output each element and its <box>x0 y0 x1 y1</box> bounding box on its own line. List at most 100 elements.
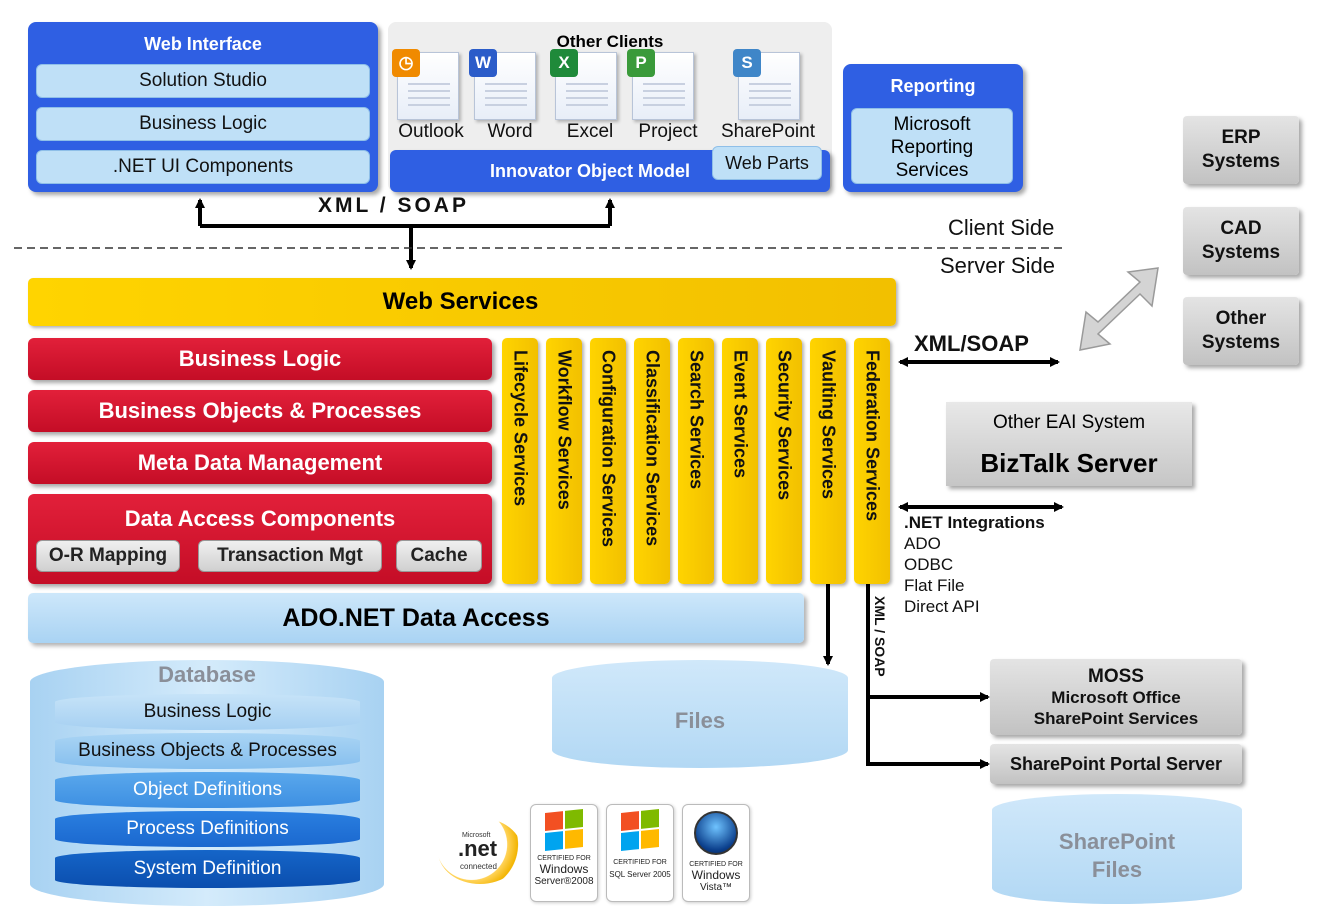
xml-soap-vertical-label: XML / SOAP <box>872 596 888 677</box>
outlook-icon: ◷ <box>392 49 459 120</box>
other-systems-line-2: Systems <box>1201 332 1281 353</box>
external-systems-arrow <box>1079 267 1159 351</box>
client-label-sharepoint: SharePoint <box>720 121 815 142</box>
service-federation: Federation Services <box>854 338 890 584</box>
other-systems-line-1: Other <box>1215 308 1267 329</box>
reporting-line-1: Microsoft <box>893 114 971 135</box>
excel-icon: X <box>550 49 617 120</box>
db-object-definitions: Object Definitions <box>55 772 360 808</box>
data-access-components: Data Access Components O-R Mapping Trans… <box>28 494 492 584</box>
biztalk-server: BizTalk Server <box>980 448 1158 478</box>
sharepoint-badge-icon: S <box>733 49 761 77</box>
service-event: Event Services <box>722 338 758 584</box>
integration-flat-file: Flat File <box>904 576 965 595</box>
or-mapping: O-R Mapping <box>36 540 180 572</box>
moss-box: MOSS Microsoft Office SharePoint Service… <box>990 659 1242 735</box>
net-logo-main: .net <box>458 836 498 861</box>
reporting-line-2: Reporting <box>890 137 974 158</box>
erp-line-2: Systems <box>1201 151 1281 172</box>
service-classification-label: Classification Services <box>642 350 663 547</box>
moss-line-1: MOSS <box>1088 665 1144 687</box>
service-workflow: Workflow Services <box>546 338 582 584</box>
erp-line-1: ERP <box>1221 127 1261 148</box>
net-logo-top: Microsoft <box>462 832 491 839</box>
project-badge-icon: P <box>627 49 655 77</box>
web-services-label: Web Services <box>382 288 539 315</box>
service-vaulting: Vaulting Services <box>810 338 846 584</box>
project-icon: P <box>627 49 694 120</box>
object-model-label: Innovator Object Model <box>489 161 690 181</box>
sharepoint-icon: S <box>733 49 800 120</box>
xml-soap-top-label: XML / SOAP <box>318 194 469 217</box>
windows-vista-logo: CERTIFIED FOR Windows Vista™ <box>682 804 750 902</box>
service-search: Search Services <box>678 338 714 584</box>
cert-3-label: CERTIFIED FOR <box>689 861 743 868</box>
db-system-definition: System Definition <box>55 850 360 888</box>
red-meta-data: Meta Data Management <box>28 442 492 484</box>
client-label-outlook: Outlook <box>398 121 464 142</box>
web-interface-title: Web Interface <box>144 34 262 54</box>
client-label-word: Word <box>487 121 533 142</box>
client-side-label: Client Side <box>948 215 1055 240</box>
other-clients-title: Other Clients <box>556 32 664 51</box>
service-federation-label: Federation Services <box>862 350 883 522</box>
web-parts: Web Parts <box>712 146 822 180</box>
web-interface-panel: Web Interface Solution Studio Business L… <box>28 22 378 192</box>
reporting-title: Reporting <box>890 76 976 96</box>
sql-server-2005-logo: CERTIFIED FOR SQL Server 2005 <box>606 804 674 902</box>
db-business-logic: Business Logic <box>55 694 360 730</box>
reporting-line-3: Services <box>895 160 969 181</box>
service-lifecycle: Lifecycle Services <box>502 338 538 584</box>
solution-studio: Solution Studio <box>36 64 370 98</box>
red-business-objects: Business Objects & Processes <box>28 390 492 432</box>
net-integrations-title: .NET Integrations <box>904 513 1045 532</box>
moss-line-3: SharePoint Services <box>1033 708 1199 728</box>
integration-direct-api: Direct API <box>904 597 980 616</box>
ado-net-bar: ADO.NET Data Access <box>28 593 804 643</box>
service-classification: Classification Services <box>634 338 670 584</box>
ado-net-label: ADO.NET Data Access <box>282 603 550 632</box>
cert-1-product: Windows <box>539 862 589 876</box>
db-business-objects: Business Objects & Processes <box>55 733 360 769</box>
web-services-bar: Web Services <box>28 278 896 326</box>
other-eai-system: Other EAI System <box>992 412 1146 433</box>
excel-badge-icon: X <box>550 49 578 77</box>
federation-arrows <box>866 582 990 769</box>
xml-soap-right-label: XML/SOAP <box>914 331 1029 356</box>
net-logo-bottom: connected <box>460 862 497 871</box>
sharepoint-portal-server: SharePoint Portal Server <box>990 744 1242 784</box>
cert-2-label: CERTIFIED FOR <box>613 859 667 866</box>
outlook-badge-icon: ◷ <box>392 49 420 77</box>
integration-ado: ADO <box>904 534 941 553</box>
sharepoint-files-cylinder: SharePoint Files <box>992 794 1242 904</box>
sharepoint-files-line-1: SharePoint <box>1058 829 1176 854</box>
xml-soap-top-arrows <box>195 198 615 270</box>
cad-systems: CAD Systems <box>1183 207 1299 275</box>
other-systems: Other Systems <box>1183 297 1299 365</box>
cert-2-product: SQL Server 2005 <box>609 870 671 879</box>
service-configuration-label: Configuration Services <box>598 350 619 548</box>
cert-3-sub: Vista™ <box>699 882 733 893</box>
cad-line-1: CAD <box>1220 218 1262 239</box>
files-cylinder: Files <box>552 660 848 768</box>
data-access-title: Data Access Components <box>124 506 396 531</box>
net-ui-components: .NET UI Components <box>36 150 370 184</box>
microsoft-reporting-services: Microsoft Reporting Services <box>851 108 1013 184</box>
moss-line-2: Microsoft Office <box>1051 687 1181 707</box>
cache: Cache <box>396 540 482 572</box>
word-icon: W <box>469 49 536 120</box>
web-business-logic: Business Logic <box>36 107 370 141</box>
client-label-excel: Excel <box>566 121 614 142</box>
word-badge-icon: W <box>469 49 497 77</box>
service-event-label: Event Services <box>730 350 751 479</box>
files-label: Files <box>674 708 726 733</box>
windows-server-2008-logo: CERTIFIED FOR Windows Server®2008 <box>530 804 598 902</box>
erp-systems: ERP Systems <box>1183 116 1299 184</box>
cert-1-sub: Server®2008 <box>534 876 594 887</box>
windows-flag-icon <box>545 809 583 851</box>
database-title: Database <box>158 662 256 687</box>
red-business-logic: Business Logic <box>28 338 492 380</box>
reporting-panel: Reporting Microsoft Reporting Services <box>843 64 1023 192</box>
integration-odbc: ODBC <box>904 555 954 574</box>
